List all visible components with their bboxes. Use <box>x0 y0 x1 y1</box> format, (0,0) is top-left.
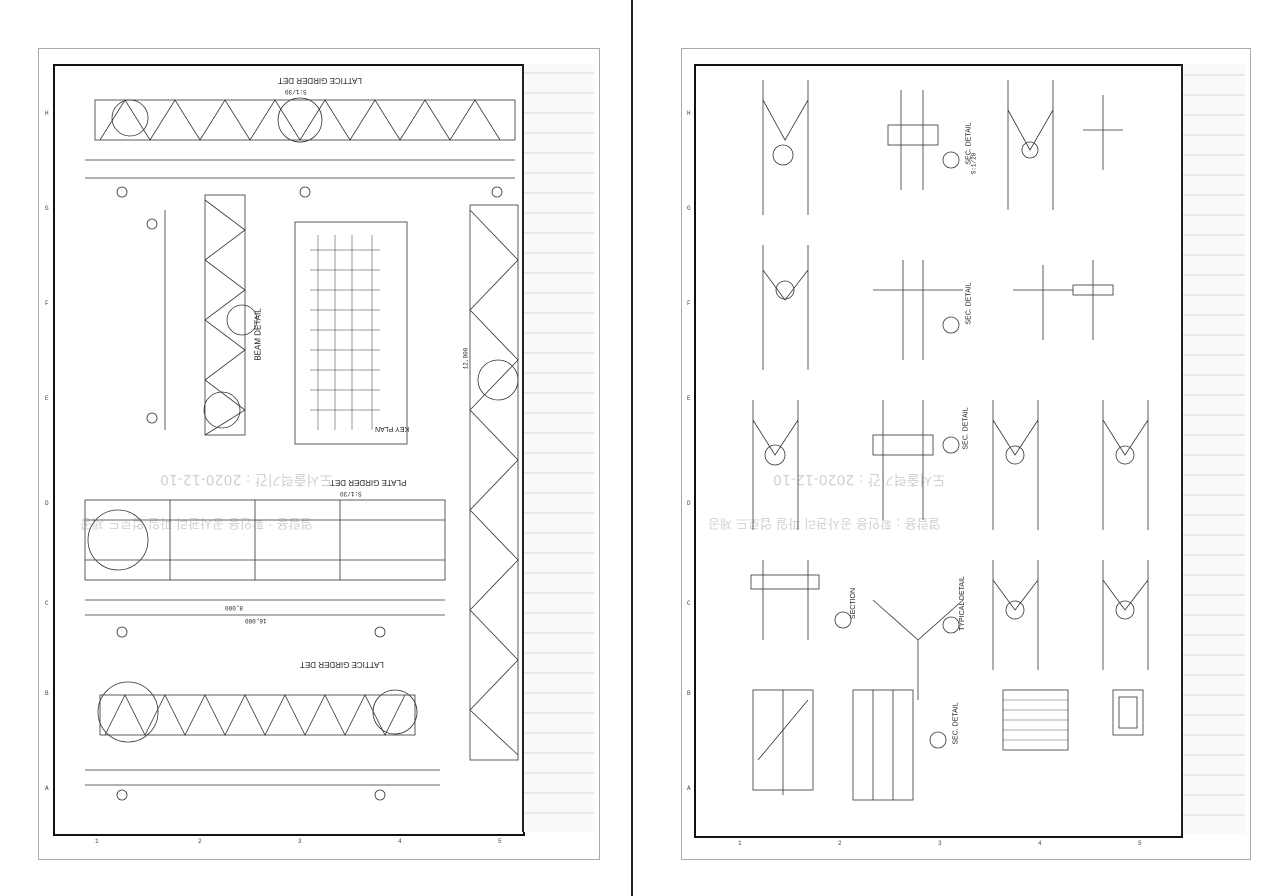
border-letter-a: A <box>45 785 49 792</box>
page-divider <box>631 0 633 896</box>
dimension-total: 16,000 <box>245 617 267 624</box>
title-typical-detail: TYPICAL DETAIL <box>958 576 966 631</box>
left-title-block <box>522 64 594 832</box>
dimension-a: 8,000 <box>225 604 244 611</box>
right-watermark-date: 도서출력기간 : 2020-12-10 <box>773 471 946 487</box>
right-page: SEC. DETAIL SEC. DETAIL SEC. DETAIL SECT… <box>633 0 1272 896</box>
right-drawing <box>750 80 1149 801</box>
title-section: SECTION <box>850 587 858 620</box>
title-beam-detail: BEAM DETAIL <box>253 308 263 361</box>
left-drawing <box>84 97 519 801</box>
title-sec-detail-4: SEC. DETAIL <box>952 702 960 745</box>
border-letter-c: C <box>687 600 691 607</box>
border-letter-a: A <box>687 785 691 792</box>
border-letter-d: D <box>687 500 691 507</box>
border-letter-e: E <box>45 395 49 402</box>
border-number-2: 2 <box>198 838 202 845</box>
border-number-1: 1 <box>738 840 742 847</box>
left-watermark-date: 도서출력기간 : 2020-12-10 <box>160 471 333 487</box>
title-plate-girder: PLATE GIRDER DET <box>330 478 407 487</box>
border-letter-e: E <box>687 395 691 402</box>
title-key-plan: KEY PLAN <box>375 425 410 432</box>
border-number-3: 3 <box>298 838 302 845</box>
right-watermark-note: 열람용 : 확인용 공사관리 파일 업로드 제공 <box>708 515 941 530</box>
border-number-1: 1 <box>95 838 99 845</box>
left-page: LATTICE GIRDER DET BEAM DETAIL KEY PLAN … <box>0 0 631 896</box>
title-sec-detail-2: SEC. DETAIL <box>965 282 973 325</box>
scale-label: S:1/20 <box>970 152 978 175</box>
border-letter-h: H <box>45 110 49 117</box>
border-letter-c: C <box>45 600 49 607</box>
right-sheet <box>681 48 1251 860</box>
border-number-4: 4 <box>1038 840 1042 847</box>
scale-label-b: S:1/30 <box>340 490 362 497</box>
dimension-b: 12,000 <box>462 347 470 370</box>
border-letter-f: F <box>45 300 49 307</box>
title-lattice-girder-bottom: LATTICE GIRDER DET <box>300 660 384 669</box>
right-title-block <box>1181 64 1245 834</box>
border-letter-b: B <box>45 690 49 697</box>
border-letter-b: B <box>687 690 691 697</box>
left-sheet <box>38 48 600 860</box>
border-number-5: 5 <box>1138 840 1142 847</box>
border-number-2: 2 <box>838 840 842 847</box>
title-sec-detail-3: SEC. DETAIL <box>962 407 970 450</box>
border-letter-h: H <box>687 110 691 117</box>
scale-label-a: S:1/30 <box>285 88 307 95</box>
border-letter-d: D <box>45 500 49 507</box>
left-watermark-note: 열람용 : 확인용 공사관리 파일 업로드 제공 <box>80 515 313 530</box>
border-number-5: 5 <box>498 838 502 845</box>
border-number-3: 3 <box>938 840 942 847</box>
border-letter-g: G <box>687 205 691 212</box>
border-number-4: 4 <box>398 838 402 845</box>
border-letter-g: G <box>45 205 49 212</box>
title-lattice-girder-top: LATTICE GIRDER DET <box>278 76 362 85</box>
border-letter-f: F <box>687 300 691 307</box>
